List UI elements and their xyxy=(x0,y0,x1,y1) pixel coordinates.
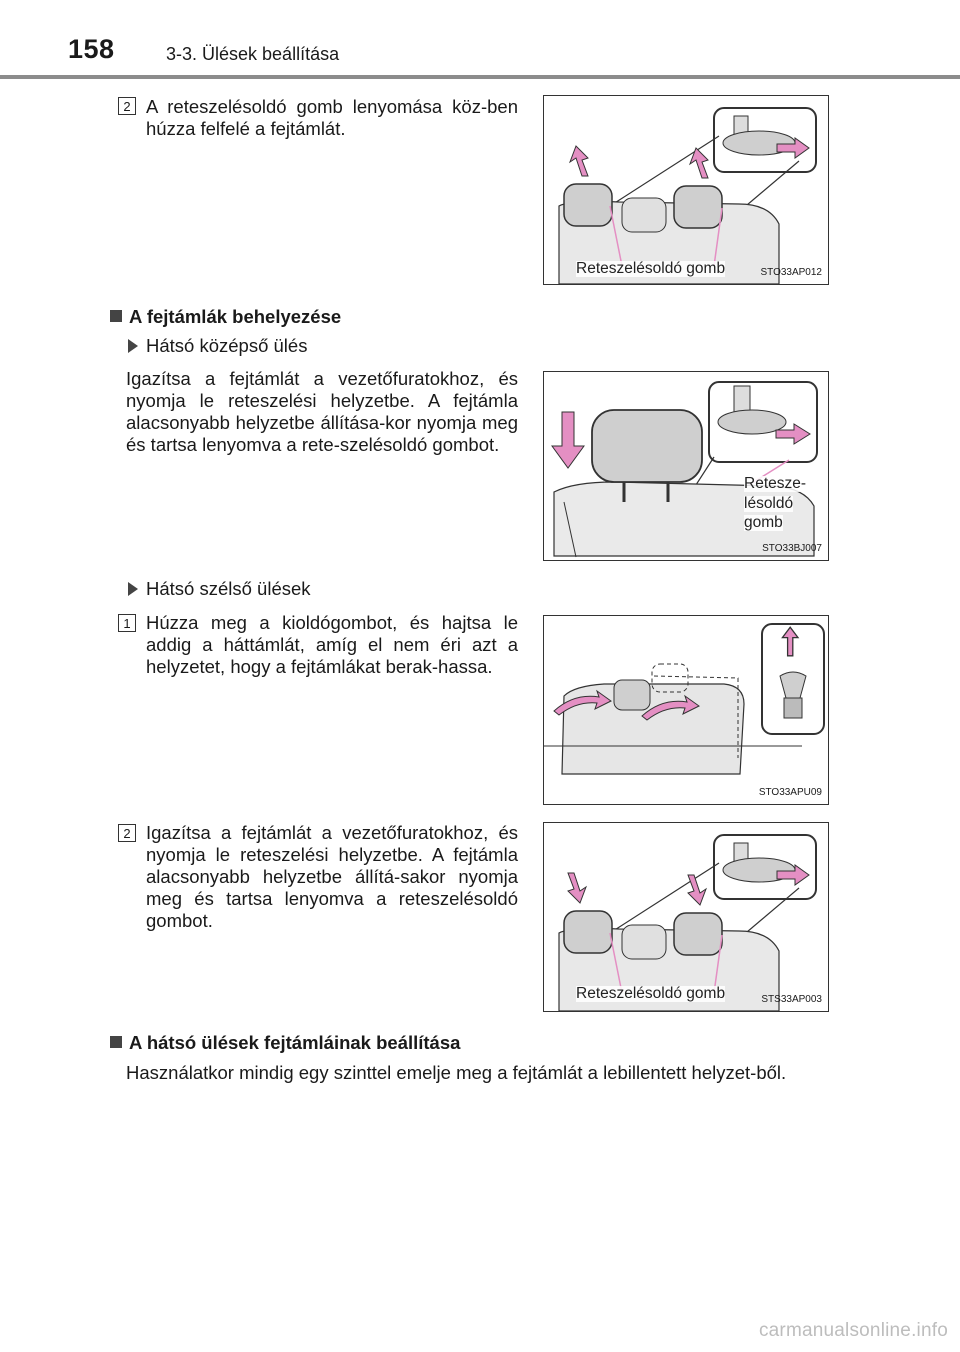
release-button-label-line1: Retesze- xyxy=(744,475,807,492)
figure-code: STS33AP003 xyxy=(761,994,822,1005)
watermark: carmanualsonline.info xyxy=(758,1320,948,1341)
figure-center-headrest: Retesze- lésoldó gomb STO33BJ007 xyxy=(543,371,829,561)
heading-text: A fejtámlák behelyezése xyxy=(129,306,342,327)
fold-seatback-illustration xyxy=(544,623,825,775)
bullet-text: Hátsó középső ülés xyxy=(146,335,308,356)
headrest-illustration xyxy=(558,107,817,285)
release-button-label: Reteszelésoldó gomb xyxy=(576,985,726,1002)
step-number-badge: 1 xyxy=(118,614,136,632)
section-heading-insert: A fejtámlák behelyezése xyxy=(110,306,341,328)
release-button-label-line2: lésoldó xyxy=(744,495,794,512)
bullet-outer-seats: Hátsó szélső ülések xyxy=(128,578,311,600)
section-title: 3-3. Ülések beállítása xyxy=(166,44,340,64)
step-number-badge: 2 xyxy=(118,824,136,842)
step-text: Húzza meg a kioldógombot, és hajtsa le a… xyxy=(146,612,518,677)
step-text: A reteszelésoldó gomb lenyomása köz-ben … xyxy=(146,96,518,139)
heading-text: A hátsó ülések fejtámláinak beállítása xyxy=(129,1032,461,1053)
heading-square-icon xyxy=(110,1036,122,1048)
bullet-text: Hátsó szélső ülések xyxy=(146,578,311,599)
center-seat-text: Igazítsa a fejtámlát a vezetőfuratokhoz,… xyxy=(126,368,518,455)
bullet-triangle-icon xyxy=(128,582,138,596)
bullet-center-seat: Hátsó középső ülés xyxy=(128,335,307,357)
page-number: 158 xyxy=(68,34,115,64)
figure-code: STO33APU09 xyxy=(758,787,822,798)
page-header: 158 3-3. Ülések beállítása xyxy=(0,0,960,80)
figure-fold-seatback: STO33APU09 xyxy=(543,615,829,805)
figure-headrest-remove: Reteszelésoldó gomb STO33AP012 xyxy=(543,95,829,285)
bullet-triangle-icon xyxy=(128,339,138,353)
release-button-label: Reteszelésoldó gomb xyxy=(576,260,726,277)
header-rule xyxy=(0,75,960,79)
section-heading-adjust: A hátsó ülések fejtámláinak beállítása xyxy=(110,1032,460,1054)
center-headrest-illustration xyxy=(551,381,818,558)
release-button-label-line3: gomb xyxy=(744,514,783,531)
heading-square-icon xyxy=(110,310,122,322)
adjust-text: Használatkor mindig egy szinttel emelje … xyxy=(126,1062,787,1083)
figure-code: STO33AP012 xyxy=(760,267,822,278)
step-text: Igazítsa a fejtámlát a vezetőfuratokhoz,… xyxy=(146,822,518,931)
step-number-badge: 2 xyxy=(118,97,136,115)
figure-code: STO33BJ007 xyxy=(762,543,822,554)
figure-headrest-insert-outer: Reteszelésoldó gomb STS33AP003 xyxy=(543,822,829,1012)
